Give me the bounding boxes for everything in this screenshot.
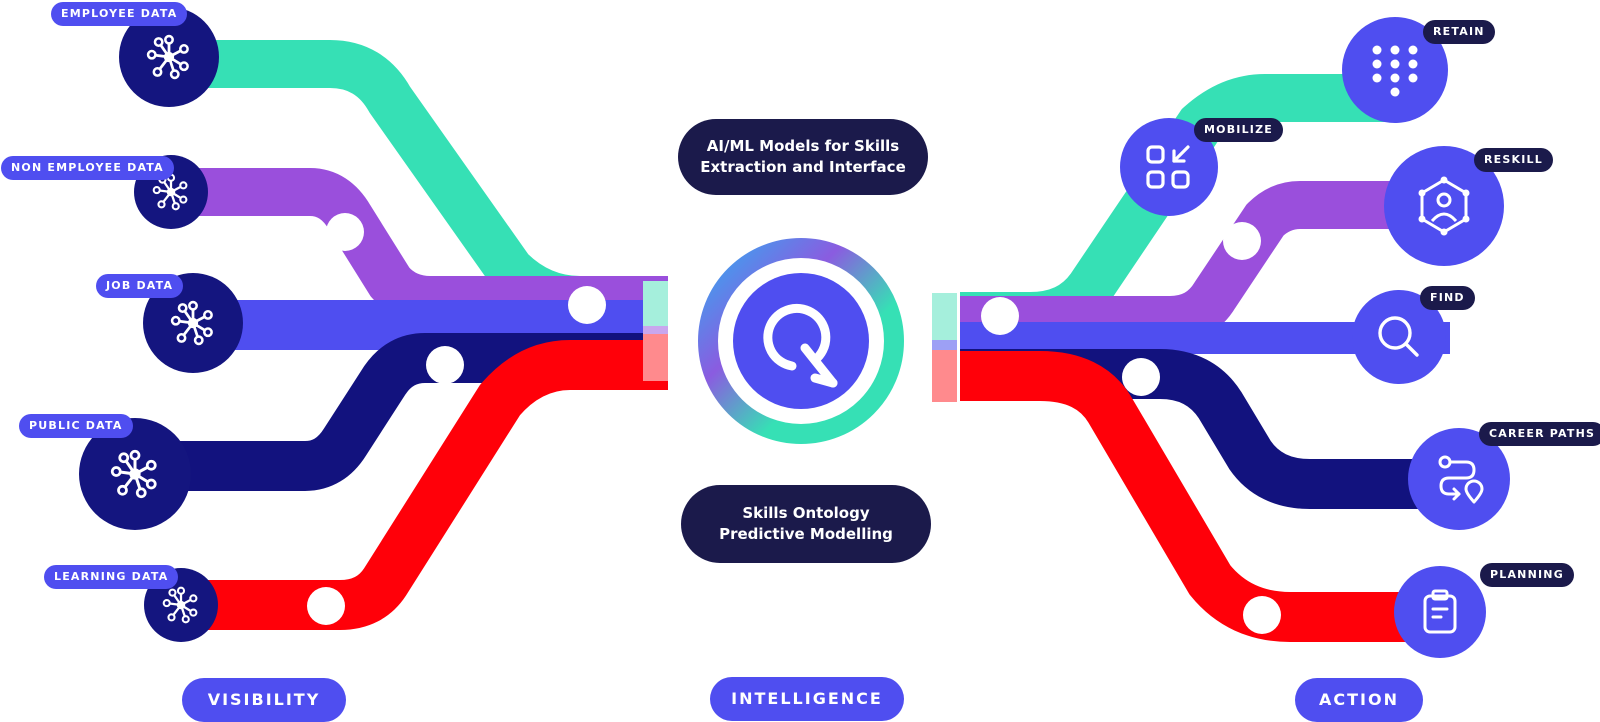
flow-dot — [326, 213, 364, 251]
visibility-label: VISIBILITY — [182, 678, 346, 722]
network-icon — [110, 449, 157, 499]
retain-node — [1342, 17, 1448, 123]
ai-ml-line-1: AI/ML Models for Skills — [706, 137, 900, 155]
flow-dot — [981, 297, 1019, 335]
ai-ml-line-2: Extraction and Interface — [700, 158, 906, 176]
flow-line-career-paths — [960, 349, 1470, 509]
connector-teal-left — [643, 281, 668, 326]
source-label-learning-data: LEARNING DATA — [44, 565, 179, 589]
skills-ontology-line-1: Skills Ontology — [742, 504, 870, 522]
apps-arrow-icon — [1146, 145, 1190, 189]
flow-dot — [1122, 358, 1160, 396]
network-icon — [152, 173, 188, 211]
action-nodes — [1120, 17, 1510, 658]
source-flow-lines — [130, 40, 668, 630]
flow-dot — [426, 346, 464, 384]
reskill-node — [1384, 146, 1504, 266]
action-label-retain: RETAIN — [1423, 20, 1495, 44]
public-data-node — [79, 418, 191, 530]
employee-data-node — [119, 7, 219, 107]
flow-dot — [568, 286, 606, 324]
flow-dot — [1243, 596, 1281, 634]
flow-line-non-employee-data — [170, 168, 668, 324]
connector-red-left — [643, 334, 668, 381]
source-label-non-employee-data: NON EMPLOYEE DATA — [1, 156, 174, 180]
source-label-job-data: JOB DATA — [96, 274, 184, 298]
connector-blue-right — [932, 340, 957, 350]
search-icon — [1378, 316, 1419, 357]
source-label-public-data: PUBLIC DATA — [19, 414, 133, 438]
action-label: ACTION — [1295, 678, 1423, 722]
connector-purple-left — [643, 326, 668, 334]
action-flow-lines — [932, 74, 1470, 642]
center-logo — [698, 238, 904, 444]
connector-red-right — [932, 350, 957, 402]
network-icon — [146, 34, 189, 80]
skills-ontology-line-2: Predictive Modelling — [719, 525, 893, 543]
action-label-find: FIND — [1420, 286, 1475, 310]
job-data-node — [143, 273, 243, 373]
source-nodes — [79, 7, 243, 642]
mobilize-node — [1120, 118, 1218, 216]
intelligence-label: INTELLIGENCE — [710, 677, 904, 721]
clipboard-icon — [1423, 589, 1457, 634]
action-label-mobilize: MOBILIZE — [1194, 118, 1283, 142]
action-label-planning: PLANNING — [1480, 563, 1574, 587]
q-logo-icon — [763, 303, 838, 388]
flow-line-public-data — [130, 333, 668, 491]
source-label-employee-data: EMPLOYEE DATA — [51, 2, 188, 26]
career-paths-node — [1408, 428, 1510, 530]
network-icon — [162, 586, 198, 624]
route-icon — [1438, 455, 1484, 504]
flow-dot — [1223, 222, 1261, 260]
connector-teal-right — [932, 293, 957, 340]
network-icon — [170, 300, 213, 346]
planning-node — [1394, 566, 1486, 658]
flow-dot — [307, 587, 345, 625]
action-label-career-paths: CAREER PATHS — [1479, 422, 1600, 446]
find-node — [1352, 290, 1446, 384]
grid-dots-icon — [1372, 45, 1418, 97]
action-label-reskill: RESKILL — [1474, 148, 1553, 172]
flow-line-learning-data — [180, 340, 668, 630]
